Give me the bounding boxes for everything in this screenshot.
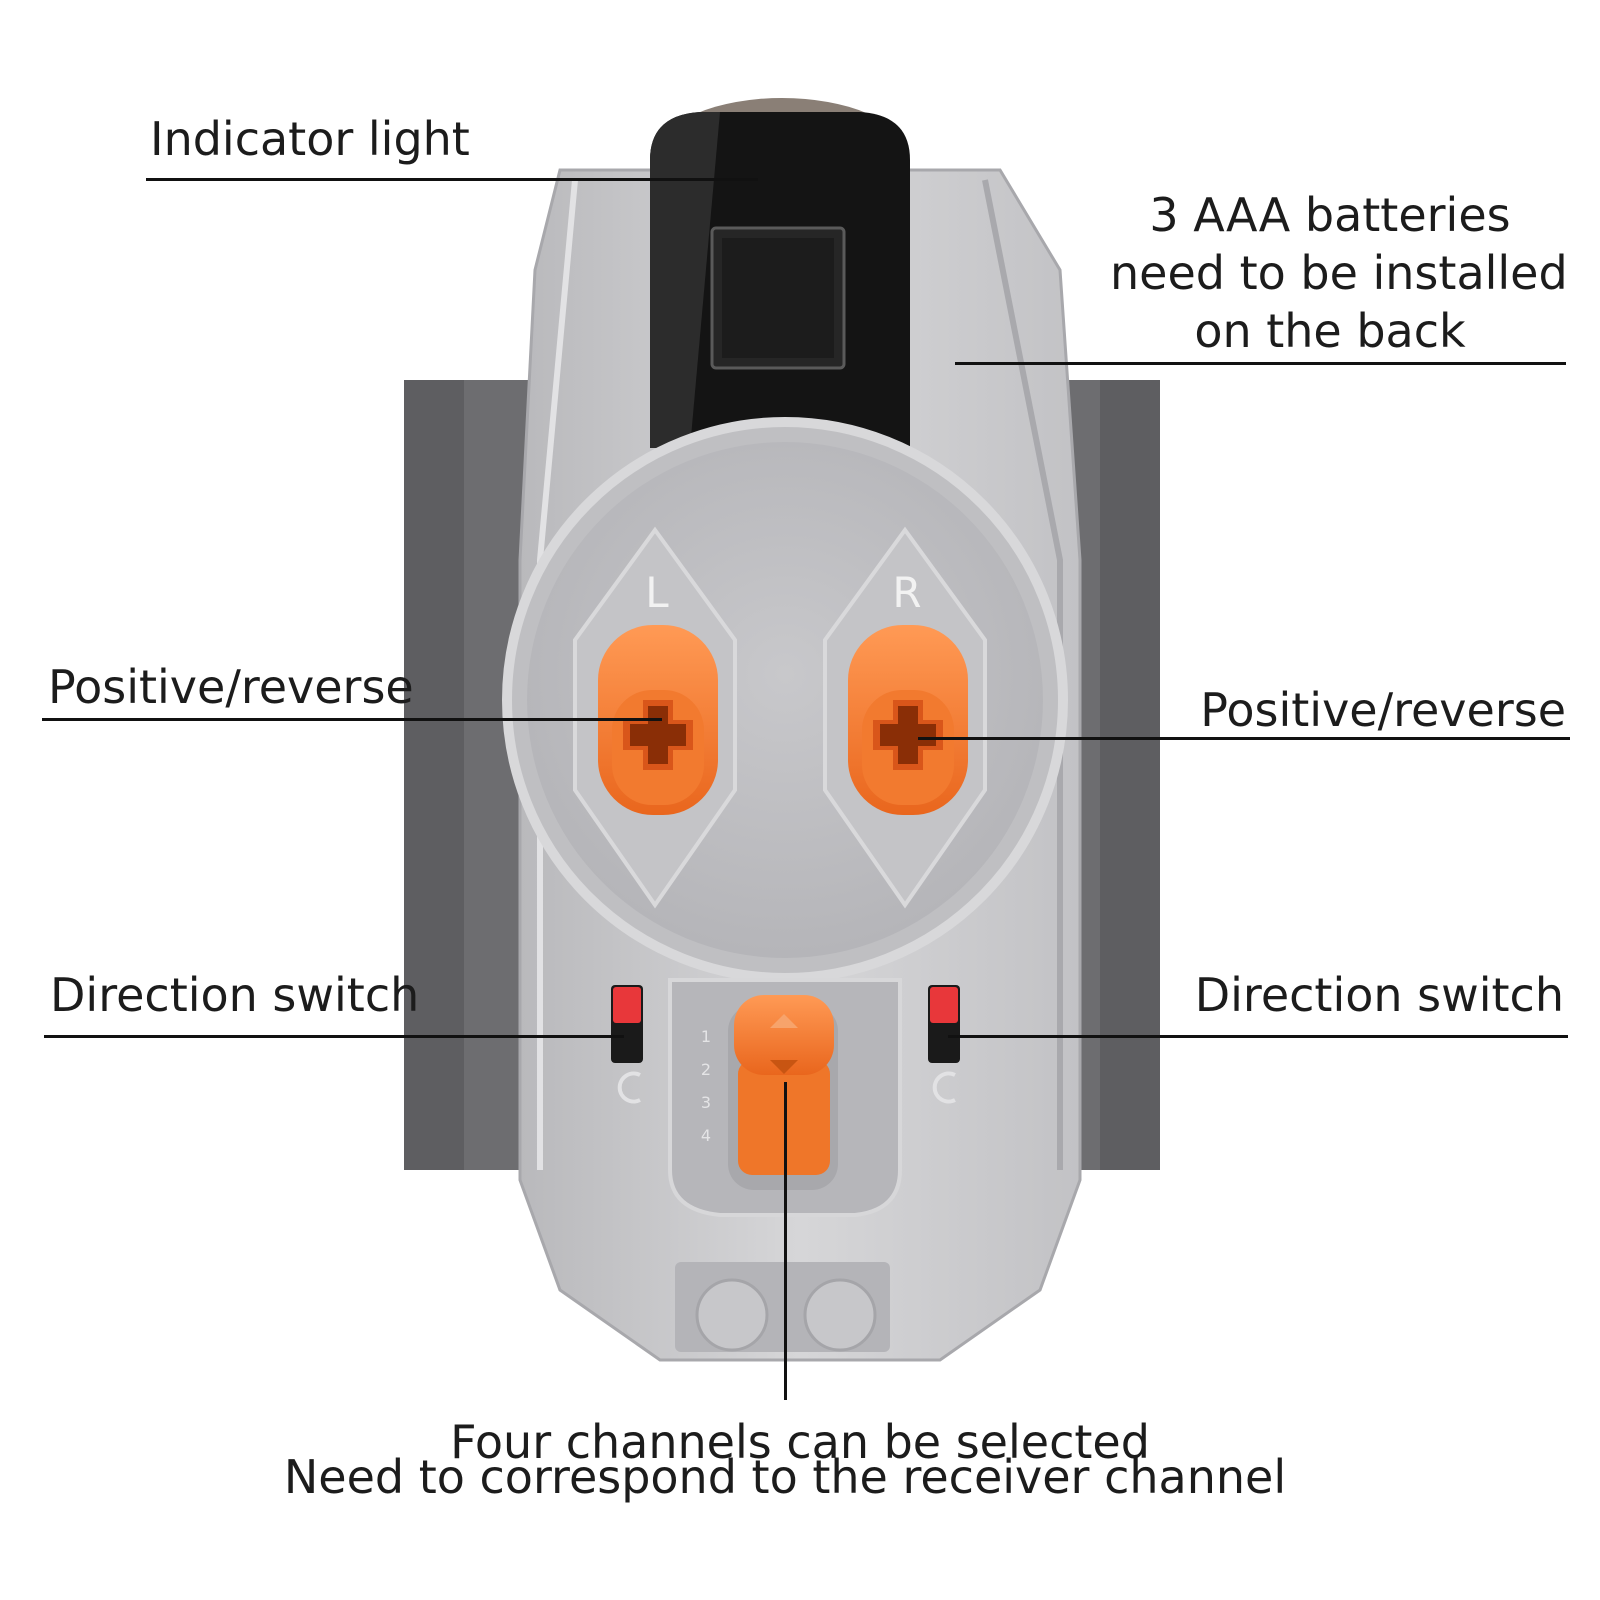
channel-mark-3: 3 bbox=[701, 1093, 711, 1112]
channels-label-line2: Need to correspond to the receiver chann… bbox=[283, 1450, 1287, 1504]
batteries-label-line1: 3 AAA batteries bbox=[1149, 188, 1511, 242]
batteries-leader bbox=[955, 362, 1566, 365]
direction-switch-left-leader bbox=[44, 1035, 624, 1038]
direction-switch-right-leader bbox=[948, 1035, 1568, 1038]
indicator-light-label: Indicator light bbox=[150, 112, 470, 166]
indicator-light bbox=[650, 98, 910, 448]
channels-label-line1: Four channels can be selected bbox=[450, 1415, 1150, 1469]
indicator-light-leader bbox=[146, 178, 758, 181]
channel-mark-1: 1 bbox=[701, 1027, 711, 1046]
positive-reverse-right-label: Positive/reverse bbox=[1200, 683, 1566, 737]
right-lever[interactable] bbox=[848, 625, 968, 815]
channel-mark-4: 4 bbox=[701, 1126, 711, 1145]
positive-reverse-right-leader bbox=[918, 737, 1570, 740]
left-direction-switch[interactable] bbox=[611, 985, 643, 1104]
batteries-label-line3: on the back bbox=[1194, 304, 1466, 358]
bottom-studs bbox=[675, 1262, 890, 1352]
right-direction-switch[interactable] bbox=[928, 985, 960, 1104]
control-disc bbox=[502, 417, 1068, 983]
positive-reverse-left-label: Positive/reverse bbox=[48, 660, 414, 714]
channels-leader bbox=[784, 1082, 787, 1400]
channel-mark-2: 2 bbox=[701, 1060, 711, 1079]
positive-reverse-left-leader bbox=[42, 718, 662, 721]
direction-switch-right-label: Direction switch bbox=[1194, 968, 1564, 1022]
channel-right-letter: R bbox=[892, 568, 921, 617]
direction-switch-left-label: Direction switch bbox=[50, 968, 420, 1022]
channel-left-letter: L bbox=[645, 568, 669, 617]
batteries-label-line2: need to be installed bbox=[1110, 246, 1568, 300]
